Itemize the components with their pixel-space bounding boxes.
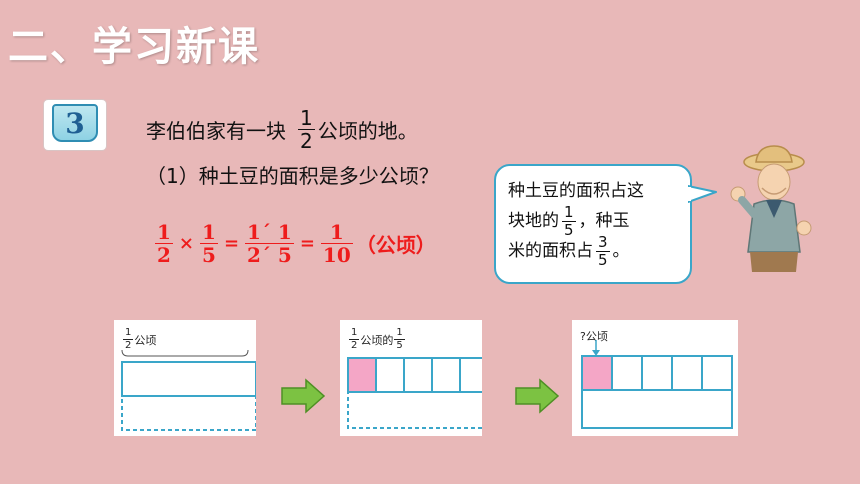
diagram-panel-2: 1 2 公顷的 1 5 xyxy=(340,320,482,436)
calculation-formula: 1 2 × 1 5 = 1´ 1 2´ 5 = 1 10 （公顷） xyxy=(152,222,436,265)
equals-sign: = xyxy=(223,233,240,254)
panel-1-label: 1 2 公顷 xyxy=(123,327,157,351)
diagram-panel-1: 1 2 公顷 xyxy=(114,320,256,436)
example-number-badge: 3 xyxy=(44,100,106,150)
farmer-illustration xyxy=(730,145,812,272)
problem-text-before: 李伯伯家有一块 xyxy=(146,119,286,143)
panel-2-diagram xyxy=(347,357,482,429)
green-right-arrow-icon xyxy=(515,378,560,414)
formula-result: 1 10 xyxy=(320,220,353,267)
bubble-line-1: 种土豆的面积占这 xyxy=(508,181,644,201)
formula-unit: （公顷） xyxy=(355,233,436,257)
bubble-fraction-1: 1 5 xyxy=(562,202,576,239)
book-number-icon: 3 xyxy=(52,104,98,142)
times-sign: × xyxy=(178,233,195,254)
panel-3-diagram xyxy=(581,340,733,429)
equals-sign: = xyxy=(299,233,315,254)
panel-3-label: ?公顷 xyxy=(580,330,608,343)
section-title: 二、学习新课 xyxy=(8,24,260,70)
panel-1-diagram xyxy=(121,349,256,431)
speech-bubble: 种土豆的面积占这 块地的 1 5 ，种玉 米的面积占 3 5 。 xyxy=(494,164,692,284)
panel-2-label: 1 2 公顷的 1 5 xyxy=(349,327,405,351)
problem-fraction: 1 2 xyxy=(298,106,315,153)
bubble-line-2: 块地的 1 5 ，种玉 xyxy=(508,202,630,239)
green-right-arrow-icon xyxy=(281,378,326,414)
problem-question: （1）种土豆的面积是多少公顷？ xyxy=(146,164,439,188)
bubble-fraction-2: 3 5 xyxy=(596,232,610,269)
speech-bubble-tail xyxy=(688,185,717,203)
example-number: 3 xyxy=(65,106,85,140)
formula-fraction-1: 1 2 xyxy=(155,220,173,267)
problem-text-after: 公顷的地。 xyxy=(317,119,418,143)
problem-statement: 李伯伯家有一块 1 2 公顷的地。 xyxy=(146,108,418,151)
formula-fraction-2: 1 5 xyxy=(200,220,218,267)
diagram-panel-3: ?公顷 xyxy=(572,320,738,436)
bubble-line-3: 米的面积占 3 5 。 xyxy=(508,232,630,269)
formula-fraction-3: 1´ 1 2´ 5 xyxy=(245,220,294,267)
